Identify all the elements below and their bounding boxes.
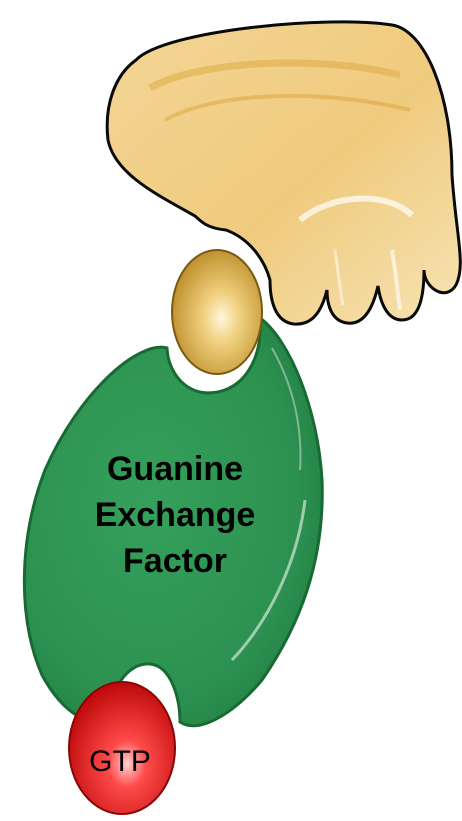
gtp-label: GTP [75, 744, 165, 780]
receptor-shape [107, 22, 460, 324]
adapter-oval [172, 250, 262, 374]
gef-label-line-1: Guanine [60, 446, 290, 492]
gef-label-line-3: Factor [60, 538, 290, 584]
gef-label-line-2: Exchange [60, 492, 290, 538]
gef-label: Guanine Exchange Factor [60, 446, 290, 584]
